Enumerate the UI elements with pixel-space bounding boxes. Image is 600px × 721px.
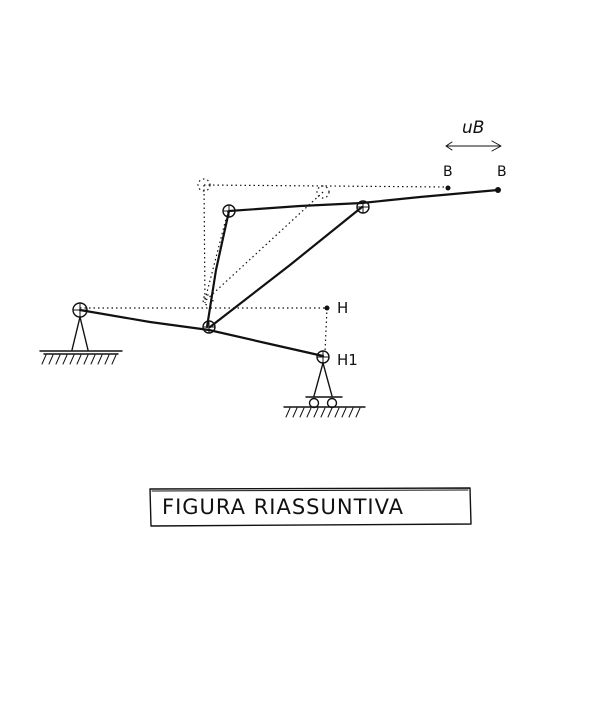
hinge-top-right bbox=[356, 200, 370, 214]
hinge-center bbox=[202, 320, 216, 334]
displacement-arrow bbox=[445, 140, 502, 152]
original-hinge-middle bbox=[202, 294, 214, 306]
left-pin-support bbox=[39, 302, 123, 365]
point-b-dot bbox=[445, 185, 451, 191]
right-roller-support bbox=[283, 350, 366, 418]
point-h-dot bbox=[324, 305, 330, 311]
title-box bbox=[149, 487, 472, 527]
displacement-label: uB bbox=[462, 118, 484, 138]
point-b-displaced-label: B bbox=[497, 164, 507, 180]
deformed-structure bbox=[78, 188, 500, 358]
point-h-label: H bbox=[337, 299, 348, 317]
original-hinge-top-right bbox=[316, 185, 330, 199]
original-configuration-lines bbox=[80, 184, 448, 353]
point-h1-label: H1 bbox=[337, 351, 358, 369]
original-hinge-top-left bbox=[197, 178, 211, 192]
point-b-label: B bbox=[443, 164, 453, 180]
hinge-top-left bbox=[222, 204, 236, 218]
figure-title: FIGURA RIASSUNTIVA bbox=[162, 495, 404, 519]
